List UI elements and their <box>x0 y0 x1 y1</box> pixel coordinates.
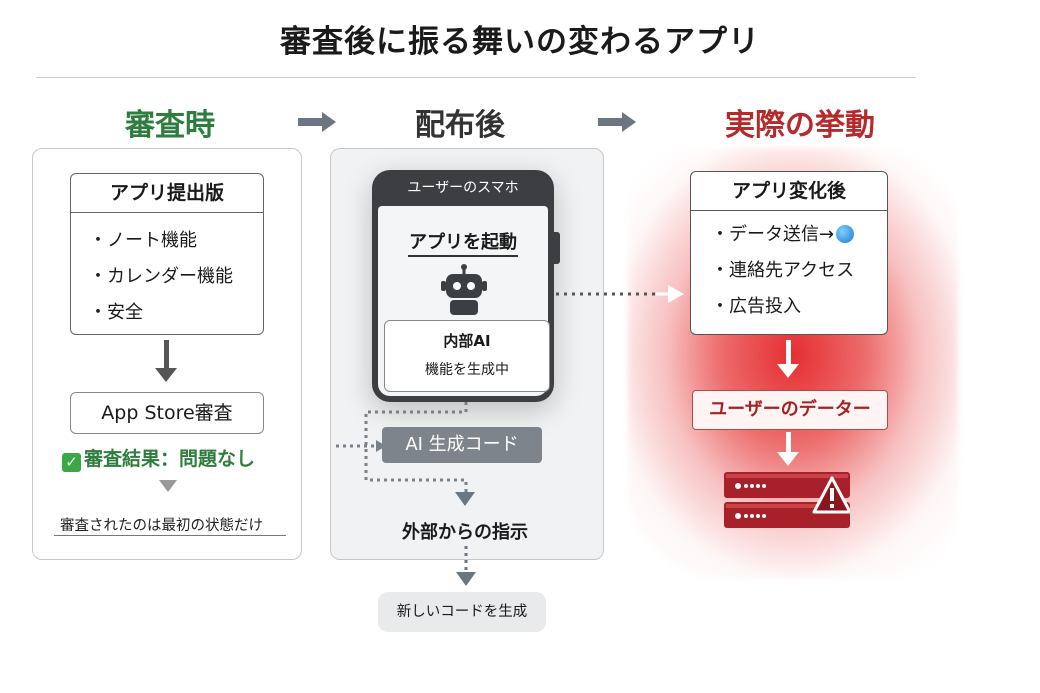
phone-side-button <box>554 232 560 264</box>
triangle-down-icon <box>159 480 177 492</box>
launch-underline <box>408 255 518 257</box>
phone-status-bar: ユーザーのスマホ <box>407 180 519 196</box>
arrow-down-icon <box>777 364 799 378</box>
changed-behavior-list: ・データ送信→ ・連絡先アクセス ・広告投入 <box>691 211 887 325</box>
heading-review: 審査時 <box>125 108 215 143</box>
submitted-app-box: アプリ提出版 ・ノート機能 ・カレンダー機能 ・安全 <box>70 173 264 335</box>
footnote-underline <box>54 535 286 536</box>
dotted-flow-lines <box>336 402 468 494</box>
list-item: ・広告投入 <box>711 296 801 317</box>
server-warning-icon <box>724 472 850 528</box>
submitted-feature-list: ・ノート機能 ・カレンダー機能 ・安全 <box>71 213 263 331</box>
title-divider <box>36 77 916 78</box>
list-item-text: ・データ送信→ <box>711 224 835 245</box>
app-store-review-box: App Store審査 <box>70 392 264 434</box>
check-box-icon: ✓ <box>62 453 81 472</box>
arrow-stem <box>164 340 169 370</box>
list-item: ・連絡先アクセス <box>711 260 855 281</box>
external-instruction-label: 外部からの指示 <box>402 522 528 543</box>
dotted-arrow-right-icon <box>556 285 684 303</box>
internal-ai-box: 内部AI 機能を生成中 <box>384 320 550 392</box>
internal-ai-status: 機能を生成中 <box>425 362 509 378</box>
changed-app-box: アプリ変化後 ・データ送信→ ・連絡先アクセス ・広告投入 <box>690 171 888 335</box>
robot-icon <box>441 264 487 315</box>
changed-app-title: アプリ変化後 <box>691 172 887 211</box>
list-item: ・安全 <box>89 302 143 323</box>
review-footnote: 審査されたのは最初の状態だけ <box>60 518 263 534</box>
list-item: ・カレンダー機能 <box>89 266 233 287</box>
list-item: ・データ送信→ <box>711 217 887 253</box>
arrow-down-icon <box>777 452 799 466</box>
ai-generated-code-box: AI 生成コード <box>382 427 542 463</box>
arrow-down-icon <box>455 492 475 506</box>
arrow-stem <box>786 340 791 366</box>
arrow-stem <box>786 432 791 454</box>
heading-actual: 実際の挙動 <box>725 108 875 143</box>
list-item: ・ノート機能 <box>89 230 197 251</box>
arrow-down-icon <box>155 368 177 382</box>
heading-distribution: 配布後 <box>415 108 505 143</box>
launch-app-label: アプリを起動 <box>409 232 517 253</box>
submitted-app-title: アプリ提出版 <box>71 174 263 213</box>
review-result: ✓審査結果：問題なし <box>62 444 282 472</box>
new-code-generation-box: 新しいコードを生成 <box>378 592 546 632</box>
globe-icon <box>836 225 855 243</box>
review-result-text: 審査結果：問題なし <box>84 448 256 470</box>
internal-ai-title: 内部AI <box>443 332 491 350</box>
dotted-arrow-down-icon <box>456 546 476 586</box>
user-data-label: ユーザーのデーター <box>692 390 888 430</box>
page-title: 審査後に振る舞いの変わるアプリ <box>280 24 760 60</box>
